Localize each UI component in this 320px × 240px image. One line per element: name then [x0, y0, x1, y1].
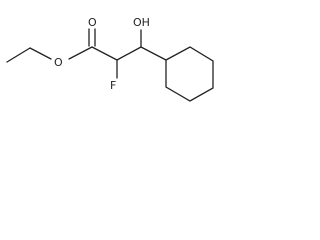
atom-label-fluorine: F	[110, 79, 116, 92]
bond-alpha-beta-carbon	[116, 46, 142, 61]
bond-ch2-ester-oxygen	[29, 47, 52, 60]
atom-label-carbonyl-oxygen: O	[88, 16, 97, 29]
bond-ester-oxygen-carbonyl-carbon	[68, 46, 93, 60]
cyclohexane-ring	[165, 46, 214, 102]
molecule-structure-diagram: O O OH F	[6, 16, 214, 102]
atom-label-hydroxyl: OH	[133, 16, 150, 29]
bond-carbonyl-alpha-carbon	[91, 46, 118, 61]
bond-ch3-ch2	[6, 47, 31, 63]
bond-beta-carbon-cyclohexyl	[140, 46, 167, 61]
atom-label-ester-oxygen: O	[54, 56, 63, 69]
